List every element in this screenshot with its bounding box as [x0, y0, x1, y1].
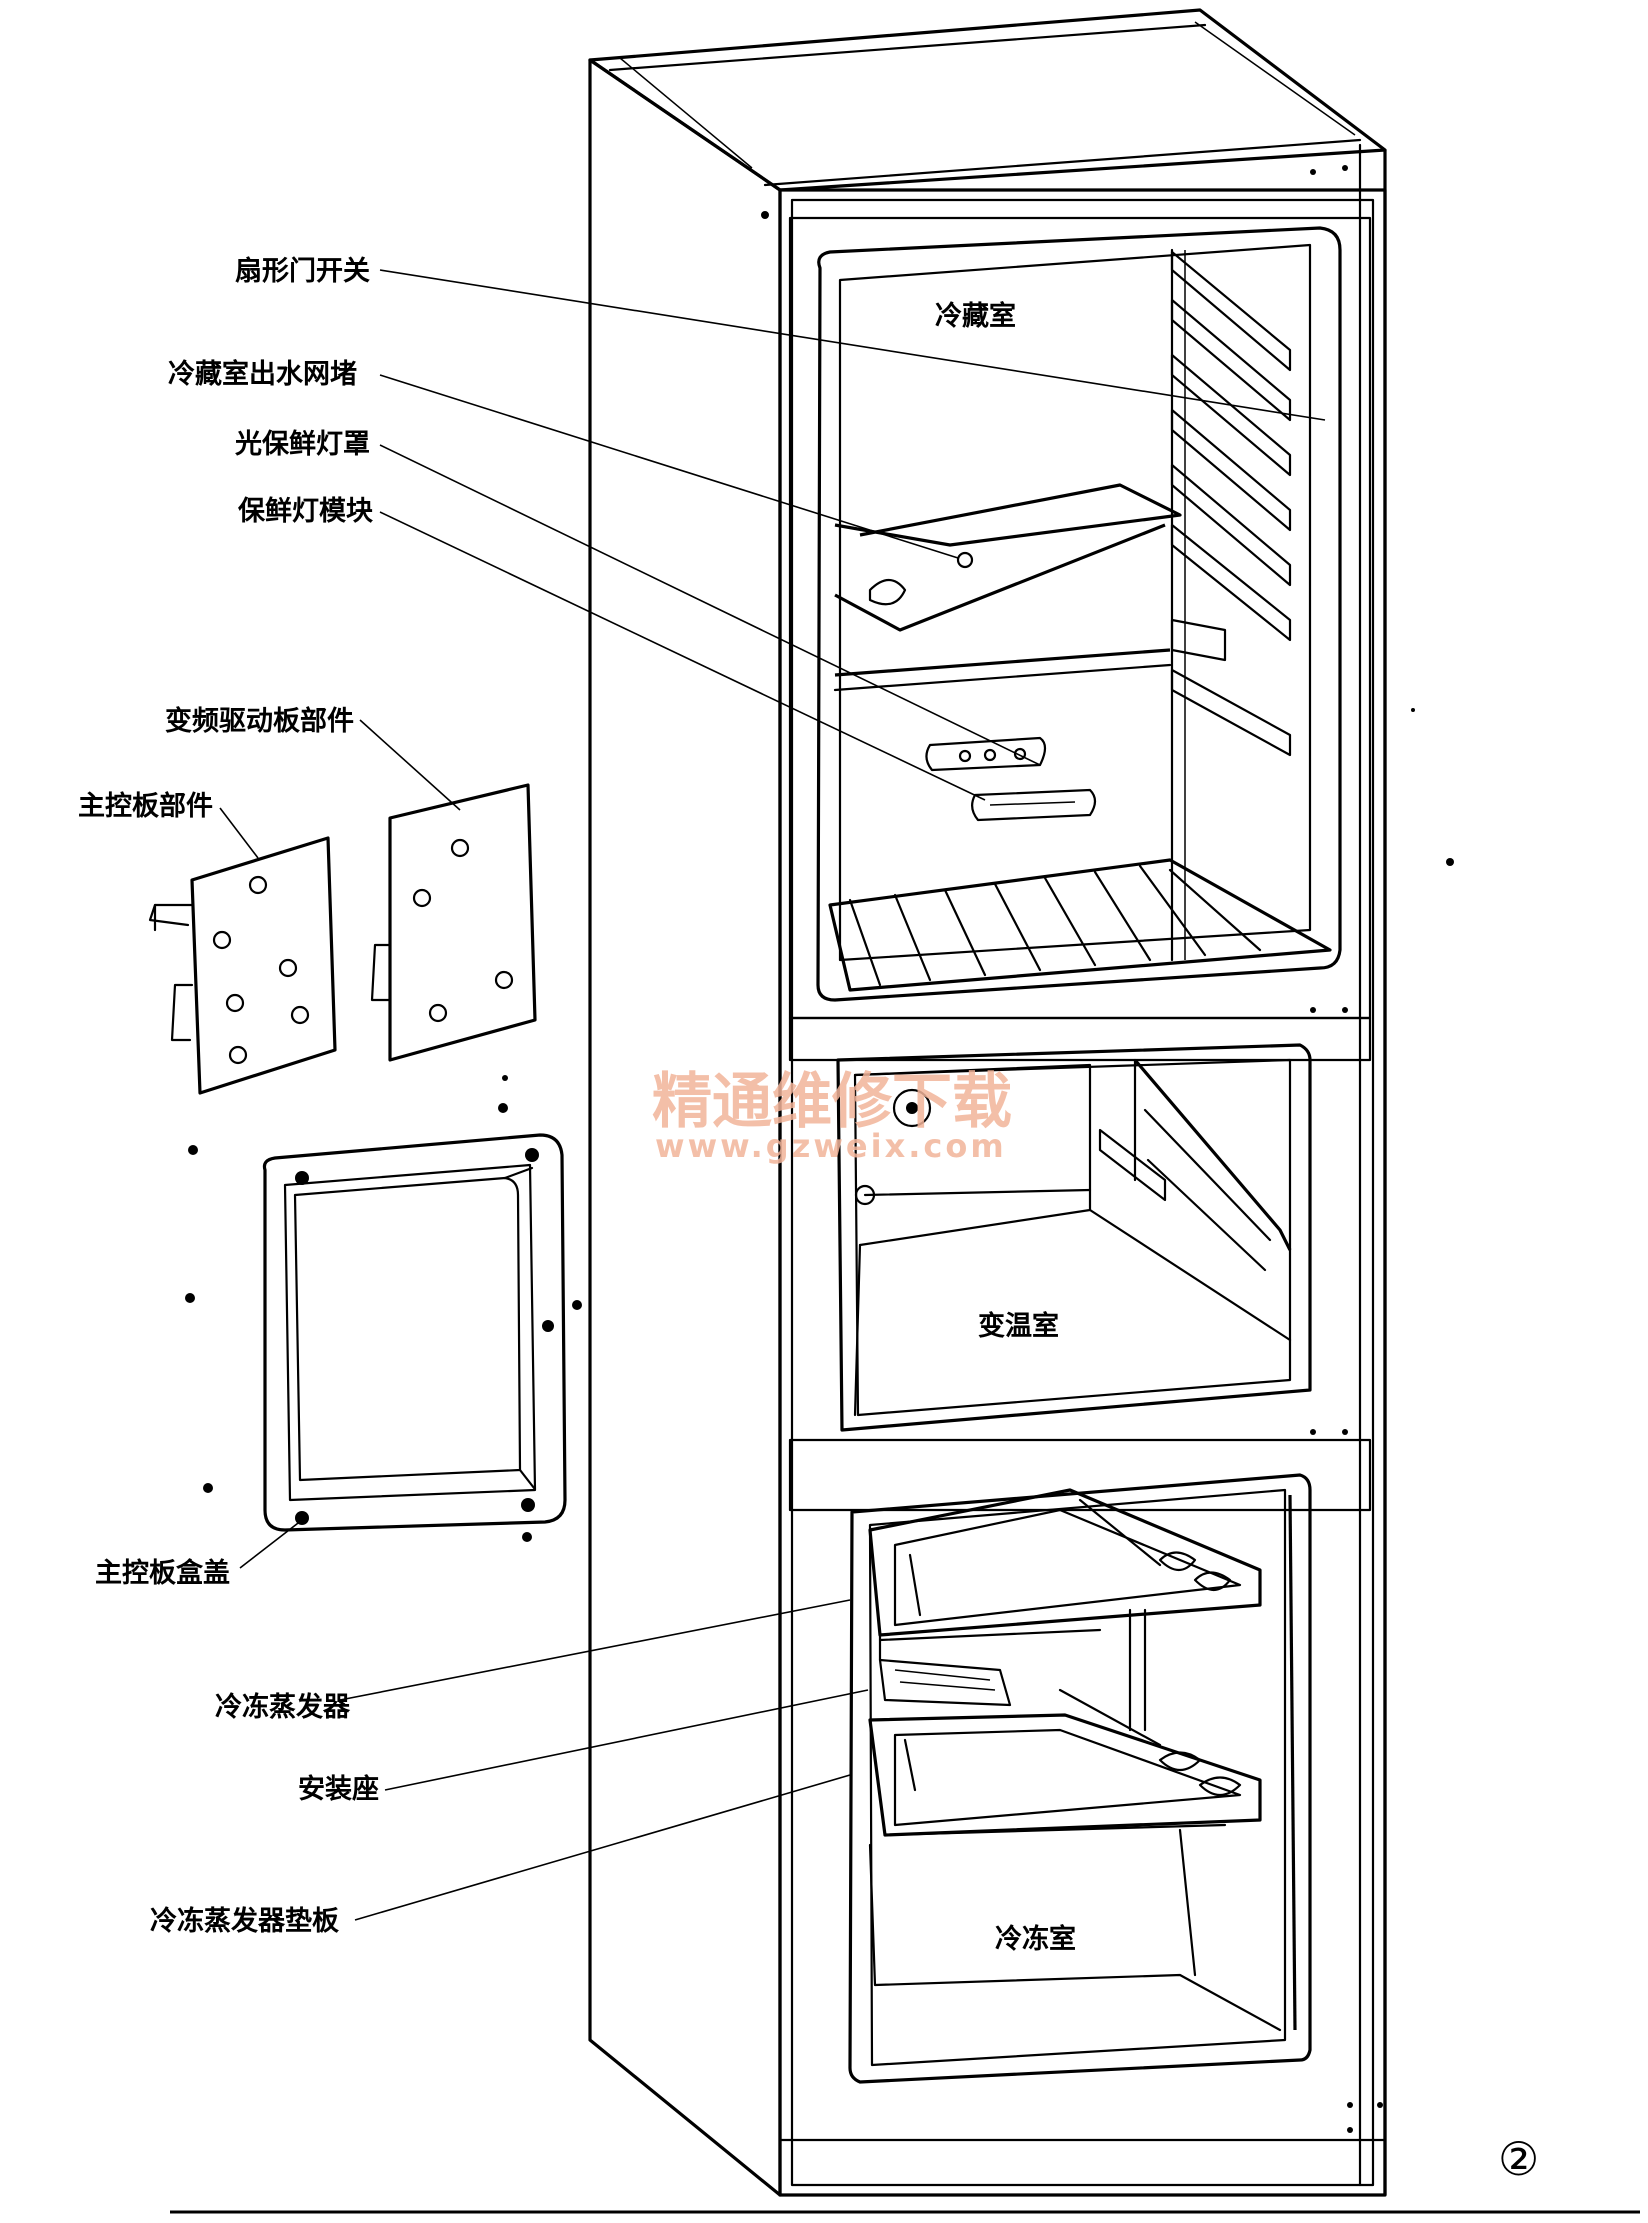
label-variable-compartment: 变温室: [978, 1310, 1059, 1342]
label-main-board: 主控板部件: [78, 790, 213, 822]
label-evaporator-pad: 冷冻蒸发器垫板: [150, 1905, 339, 1937]
label-freezer-compartment: 冷冻室: [995, 1923, 1076, 1955]
variable-compartment: [788, 1043, 1372, 1512]
label-light-module: 保鲜灯模块: [237, 496, 374, 527]
door-rack-ribs: [1170, 248, 1292, 962]
figure-number: ②: [1498, 2132, 1539, 2186]
label-door-switch: 扇形门开关: [235, 255, 370, 287]
freezer-compartment: [848, 1473, 1312, 2084]
callout-labels: 扇形门开关 冷藏室出水网堵 光保鲜灯罩 保鲜灯模块 变频驱动板部件 主控板部件 …: [78, 255, 379, 1937]
label-fridge-compartment: 冷藏室: [935, 300, 1016, 332]
inverter-board-part: [370, 783, 537, 1062]
compartment-labels: 冷藏室 变温室 冷冻室: [935, 300, 1076, 1955]
label-freezer-evaporator: 冷冻蒸发器: [215, 1691, 351, 1723]
watermark: 精通维修下载 www.gzweix.com: [652, 1067, 1012, 1165]
mount-seat-part: [878, 1608, 1147, 1732]
watermark-url: www.gzweix.com: [655, 1127, 1007, 1165]
cabinet-body: [588, 8, 1387, 2197]
lower-evaporator: [868, 1688, 1262, 1837]
fridge-compartment: [788, 216, 1372, 1062]
label-main-board-cover: 主控板盒盖: [95, 1557, 230, 1589]
main-board-cover-part: [185, 708, 1454, 1542]
label-inverter-board: 变频驱动板部件: [165, 705, 354, 737]
watermark-text: 精通维修下载: [652, 1067, 1012, 1137]
label-fridge-drain-plug: 冷藏室出水网堵: [168, 358, 357, 390]
leader-lines: [219, 269, 1326, 1921]
fridge-bottom-grille: [828, 858, 1332, 992]
label-light-cover: 光保鲜灯罩: [234, 429, 370, 460]
main-board-part: [148, 836, 337, 1095]
upper-evaporator: [868, 1488, 1262, 1662]
label-mount-seat: 安装座: [298, 1773, 379, 1805]
